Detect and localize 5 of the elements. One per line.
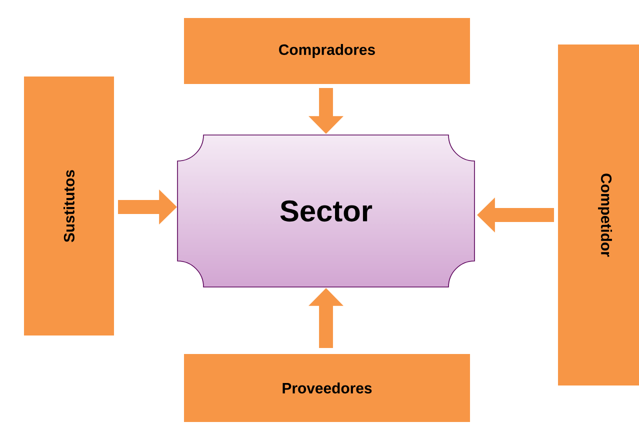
force-box: Compradores [180,14,474,88]
force-box: Sustitutos [20,72,118,340]
force-box: Competidor [554,40,639,390]
force-box: Proveedores [180,350,474,426]
sector-box: Sector [177,134,475,288]
